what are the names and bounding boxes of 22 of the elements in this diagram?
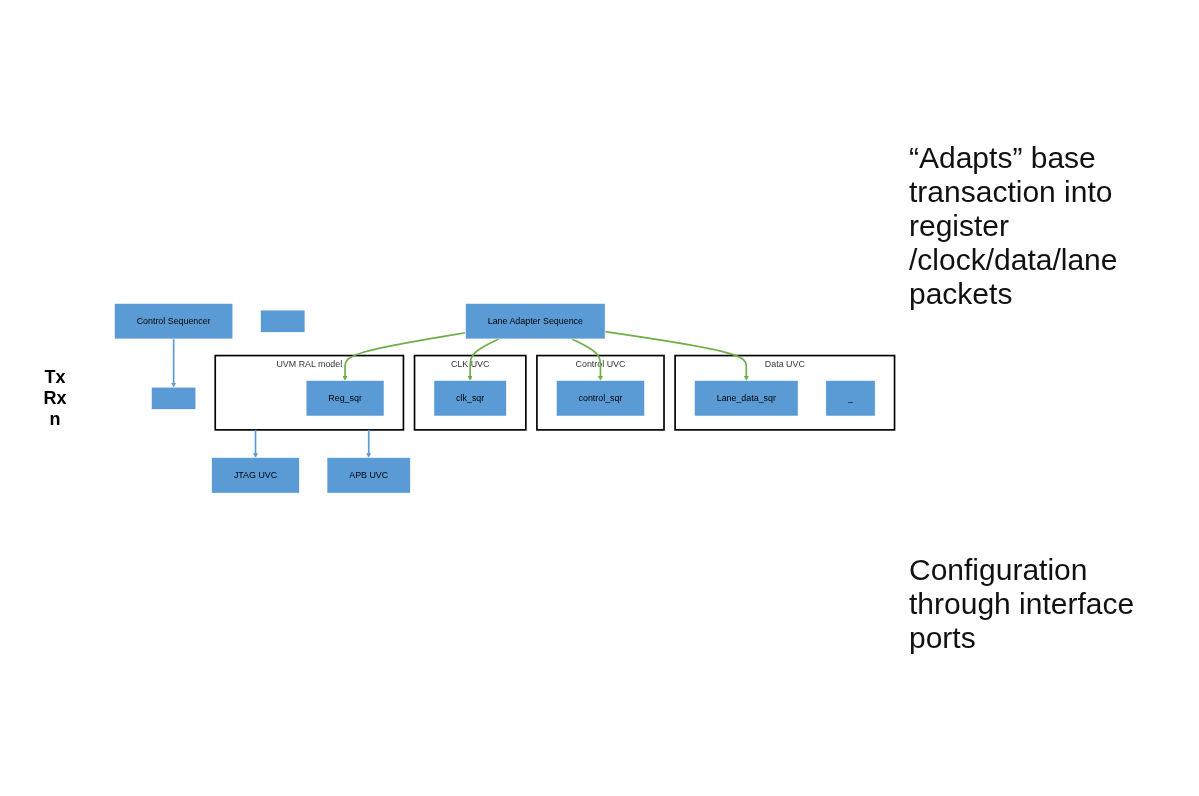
node-box: clk_sqr — [433, 379, 507, 416]
arrow — [366, 428, 372, 458]
arrow — [467, 337, 500, 381]
node-box — [260, 309, 306, 333]
arrow — [171, 337, 177, 388]
note-text: Tx — [44, 366, 66, 388]
node-box — [151, 386, 197, 410]
node-box: control_sqr — [556, 379, 645, 416]
arrow — [604, 330, 749, 381]
note-text: Configuration through interface ports — [909, 553, 1136, 655]
note-text: “Adapts” base transaction into register /clock/data/lane packets — [909, 141, 1119, 311]
node-box: Lane_data_sqr — [694, 379, 799, 416]
node-box: Lane Adapter Sequence — [465, 302, 606, 339]
arrow — [342, 331, 467, 381]
node-box: Control Sequencer — [114, 302, 234, 339]
node-box: _ — [825, 379, 876, 416]
node-box: APB UVC — [326, 457, 411, 494]
node-box: Reg_sqr — [305, 379, 385, 416]
arrow — [253, 428, 258, 458]
note-text: Rx — [43, 387, 67, 409]
note-text: n — [49, 408, 61, 430]
node-box: JTAG UVC — [211, 457, 300, 494]
